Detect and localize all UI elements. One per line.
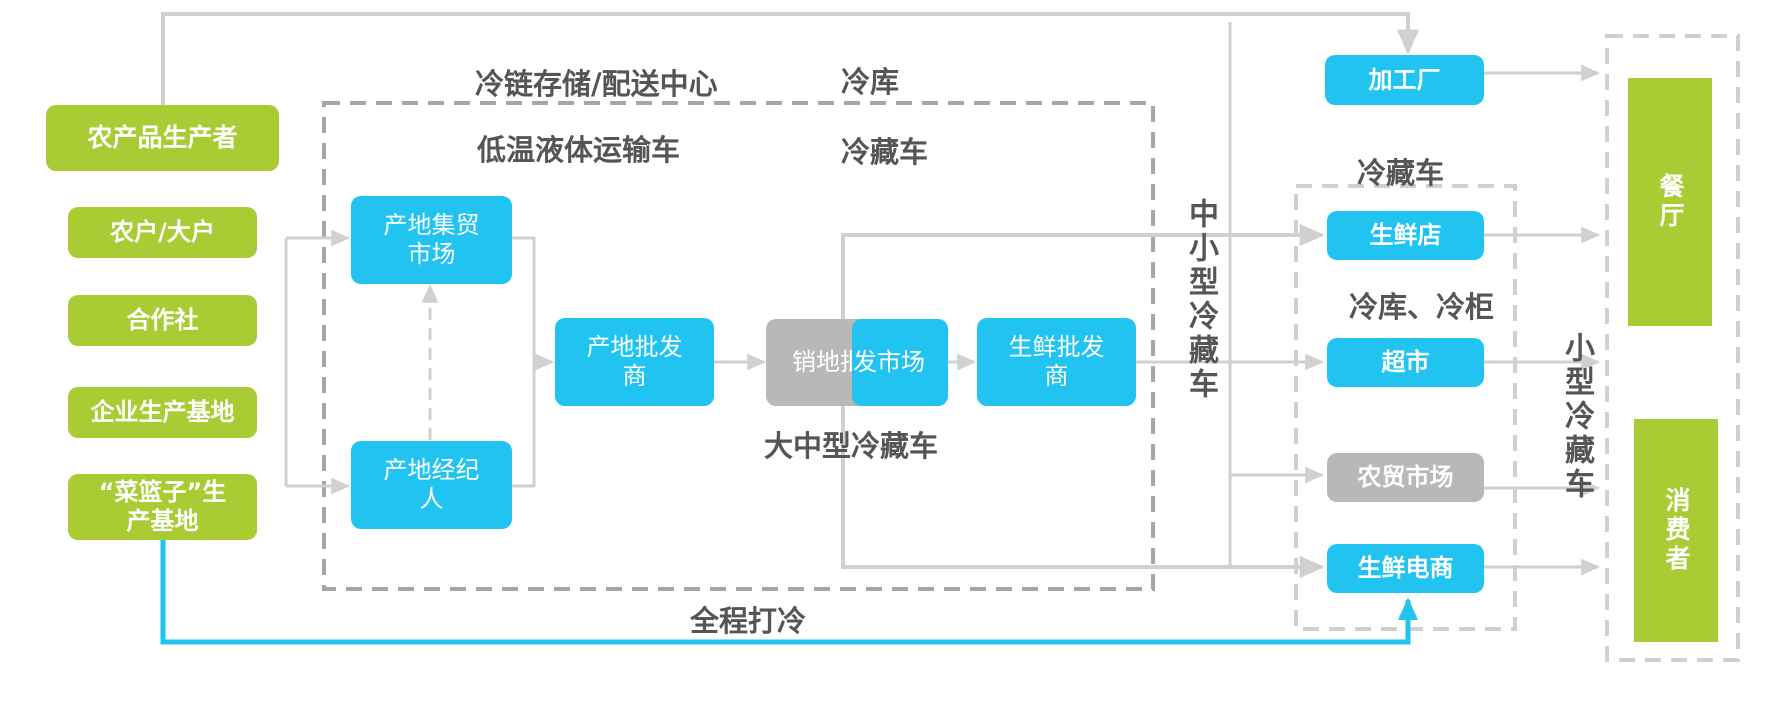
consumer-box: 消费者 [1634, 419, 1718, 642]
origin-wholesaler-box: 产地批发 商 [555, 318, 714, 406]
small-medium-truck-label: 中小型冷藏车 [1183, 198, 1218, 402]
enterprise-base-box: 企业生产基地 [68, 387, 257, 438]
fresh-wholesaler-box: 生鲜批发 商 [977, 318, 1136, 406]
connector-market-right [512, 236, 536, 488]
fresh-ecommerce-box: 生鲜电商 [1327, 544, 1484, 593]
origin-wholesaler-label-line1: 产地批发 [586, 333, 683, 362]
sales-market-blue-part: 发市场 [852, 319, 948, 406]
arrow-whole-process-cooling [160, 540, 1418, 645]
agri-producer-box: 农产品生产者 [46, 105, 279, 171]
farmers-market-box: 农贸市场 [1327, 453, 1484, 502]
consumer-label: 消费者 [1662, 487, 1691, 574]
origin-broker-label-line1: 产地经纪 [383, 456, 480, 485]
processing-plant-box: 加工厂 [1325, 55, 1484, 105]
sales-market-gray-part: 销地批 [766, 319, 866, 406]
origin-broker-label-line2: 人 [419, 485, 444, 513]
low-temp-liquid-truck-label: 低温液体运输车 [477, 133, 681, 167]
retail-group-frame [1294, 184, 1517, 631]
cooperative-box: 合作社 [68, 295, 257, 346]
fresh-wholesaler-label-line1: 生鲜批发 [1008, 333, 1105, 362]
coldchain-center-frame [322, 101, 1155, 591]
cold-storage-cabinet-label: 冷库、冷柜 [1349, 290, 1495, 324]
fresh-wholesaler-label-line2: 商 [1044, 362, 1069, 390]
fresh-store-box: 生鲜店 [1327, 211, 1484, 260]
whole-process-cooling-label: 全程打冷 [690, 604, 807, 638]
basket-base-label-line2: 产基地 [126, 507, 199, 535]
supermarket-box: 超市 [1327, 338, 1484, 387]
refrigerated-truck-right-label: 冷藏车 [1357, 156, 1445, 190]
origin-market-box: 产地集贸 市场 [351, 196, 512, 284]
cooperative-label: 合作社 [126, 306, 199, 335]
farmers-box: 农户/大户 [68, 207, 257, 258]
sales-market-label-part2: 发市场 [853, 348, 925, 377]
small-truck-label: 小型冷藏车 [1559, 332, 1594, 502]
end-consumer-frame [1605, 34, 1740, 662]
large-medium-truck-label: 大中型冷藏车 [764, 429, 939, 463]
agri-producer-label: 农产品生产者 [87, 123, 238, 152]
cold-storage-center-label: 冷链存储/配送中心 [475, 67, 718, 101]
cold-warehouse-top-label: 冷库 [841, 65, 900, 99]
restaurant-box: 餐厅 [1628, 78, 1712, 326]
arrow-sales-to-ecommerce [841, 362, 1325, 579]
origin-market-label-line1: 产地集贸 [383, 211, 480, 240]
supermarket-label: 超市 [1381, 348, 1430, 377]
arrow-producer-to-plant [161, 12, 1420, 105]
restaurant-label: 餐厅 [1656, 173, 1685, 231]
farmers-market-label: 农贸市场 [1357, 463, 1454, 492]
fresh-ecommerce-label: 生鲜电商 [1357, 554, 1454, 583]
origin-market-label-line2: 市场 [407, 240, 456, 268]
fresh-store-label: 生鲜店 [1369, 221, 1442, 250]
refrigerated-truck-mid-label: 冷藏车 [841, 135, 929, 169]
enterprise-base-label: 企业生产基地 [90, 398, 235, 427]
basket-base-label-line1: “菜篮子”生 [98, 478, 227, 507]
processing-plant-label: 加工厂 [1368, 65, 1441, 94]
basket-base-box: “菜篮子”生 产基地 [68, 474, 257, 540]
farmers-label: 农户/大户 [110, 218, 215, 247]
origin-broker-box: 产地经纪 人 [351, 441, 512, 529]
origin-wholesaler-label-line2: 商 [622, 362, 647, 390]
